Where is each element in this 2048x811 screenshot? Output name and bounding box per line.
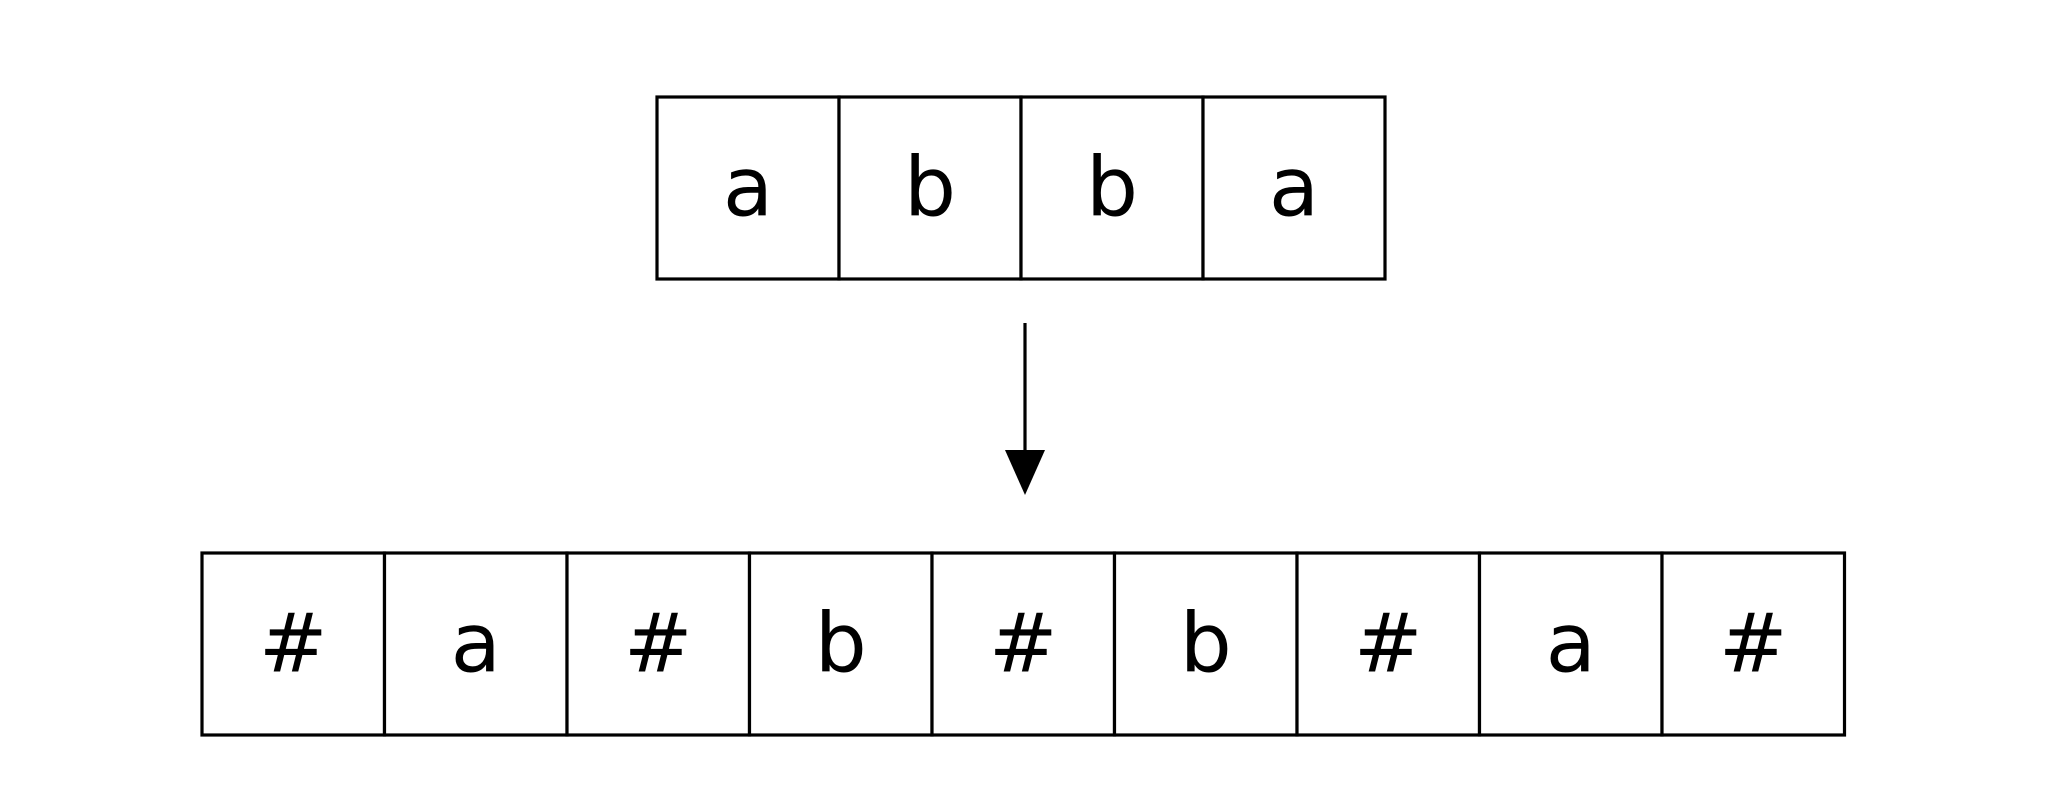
input-cell: b [1019,95,1205,281]
input-cell-symbol: a [723,141,773,236]
output-cell-box [930,551,1117,737]
output-cell-box [1112,551,1299,737]
input-cell-symbol: a [1269,141,1319,236]
output-cell-symbol: b [815,597,867,692]
output-cell-symbol: # [1719,597,1788,692]
input-cell-box [837,95,1023,281]
output-cell: # [565,551,752,737]
output-cell-box [1295,551,1482,737]
output-cell-symbol: # [1354,597,1423,692]
output-cell: b [1112,551,1299,737]
output-cell-symbol: # [624,597,693,692]
output-cell: # [930,551,1117,737]
output-cell: a [1477,551,1664,737]
arrow-head [1005,450,1045,495]
output-cell: # [1295,551,1482,737]
output-cell-symbol: # [259,597,328,692]
input-cell-symbol: b [904,141,956,236]
output-cell-box [382,551,569,737]
output-cell-symbol: # [989,597,1058,692]
output-row: # a # b # b # a # [200,551,1847,737]
output-cell: # [1660,551,1847,737]
input-cell-box [1019,95,1205,281]
input-cell-box [1201,95,1387,281]
input-cell: b [837,95,1023,281]
input-cell-symbol: b [1086,141,1138,236]
output-cell: a [382,551,569,737]
output-cell: # [200,551,387,737]
output-cell-symbol: a [451,597,501,692]
down-arrow [1005,323,1045,495]
output-cell-box [1660,551,1847,737]
output-cell: b [747,551,934,737]
input-cell: a [655,95,841,281]
output-cell-symbol: b [1180,597,1232,692]
input-cell-box [655,95,841,281]
output-cell-symbol: a [1546,597,1596,692]
input-cell: a [1201,95,1387,281]
